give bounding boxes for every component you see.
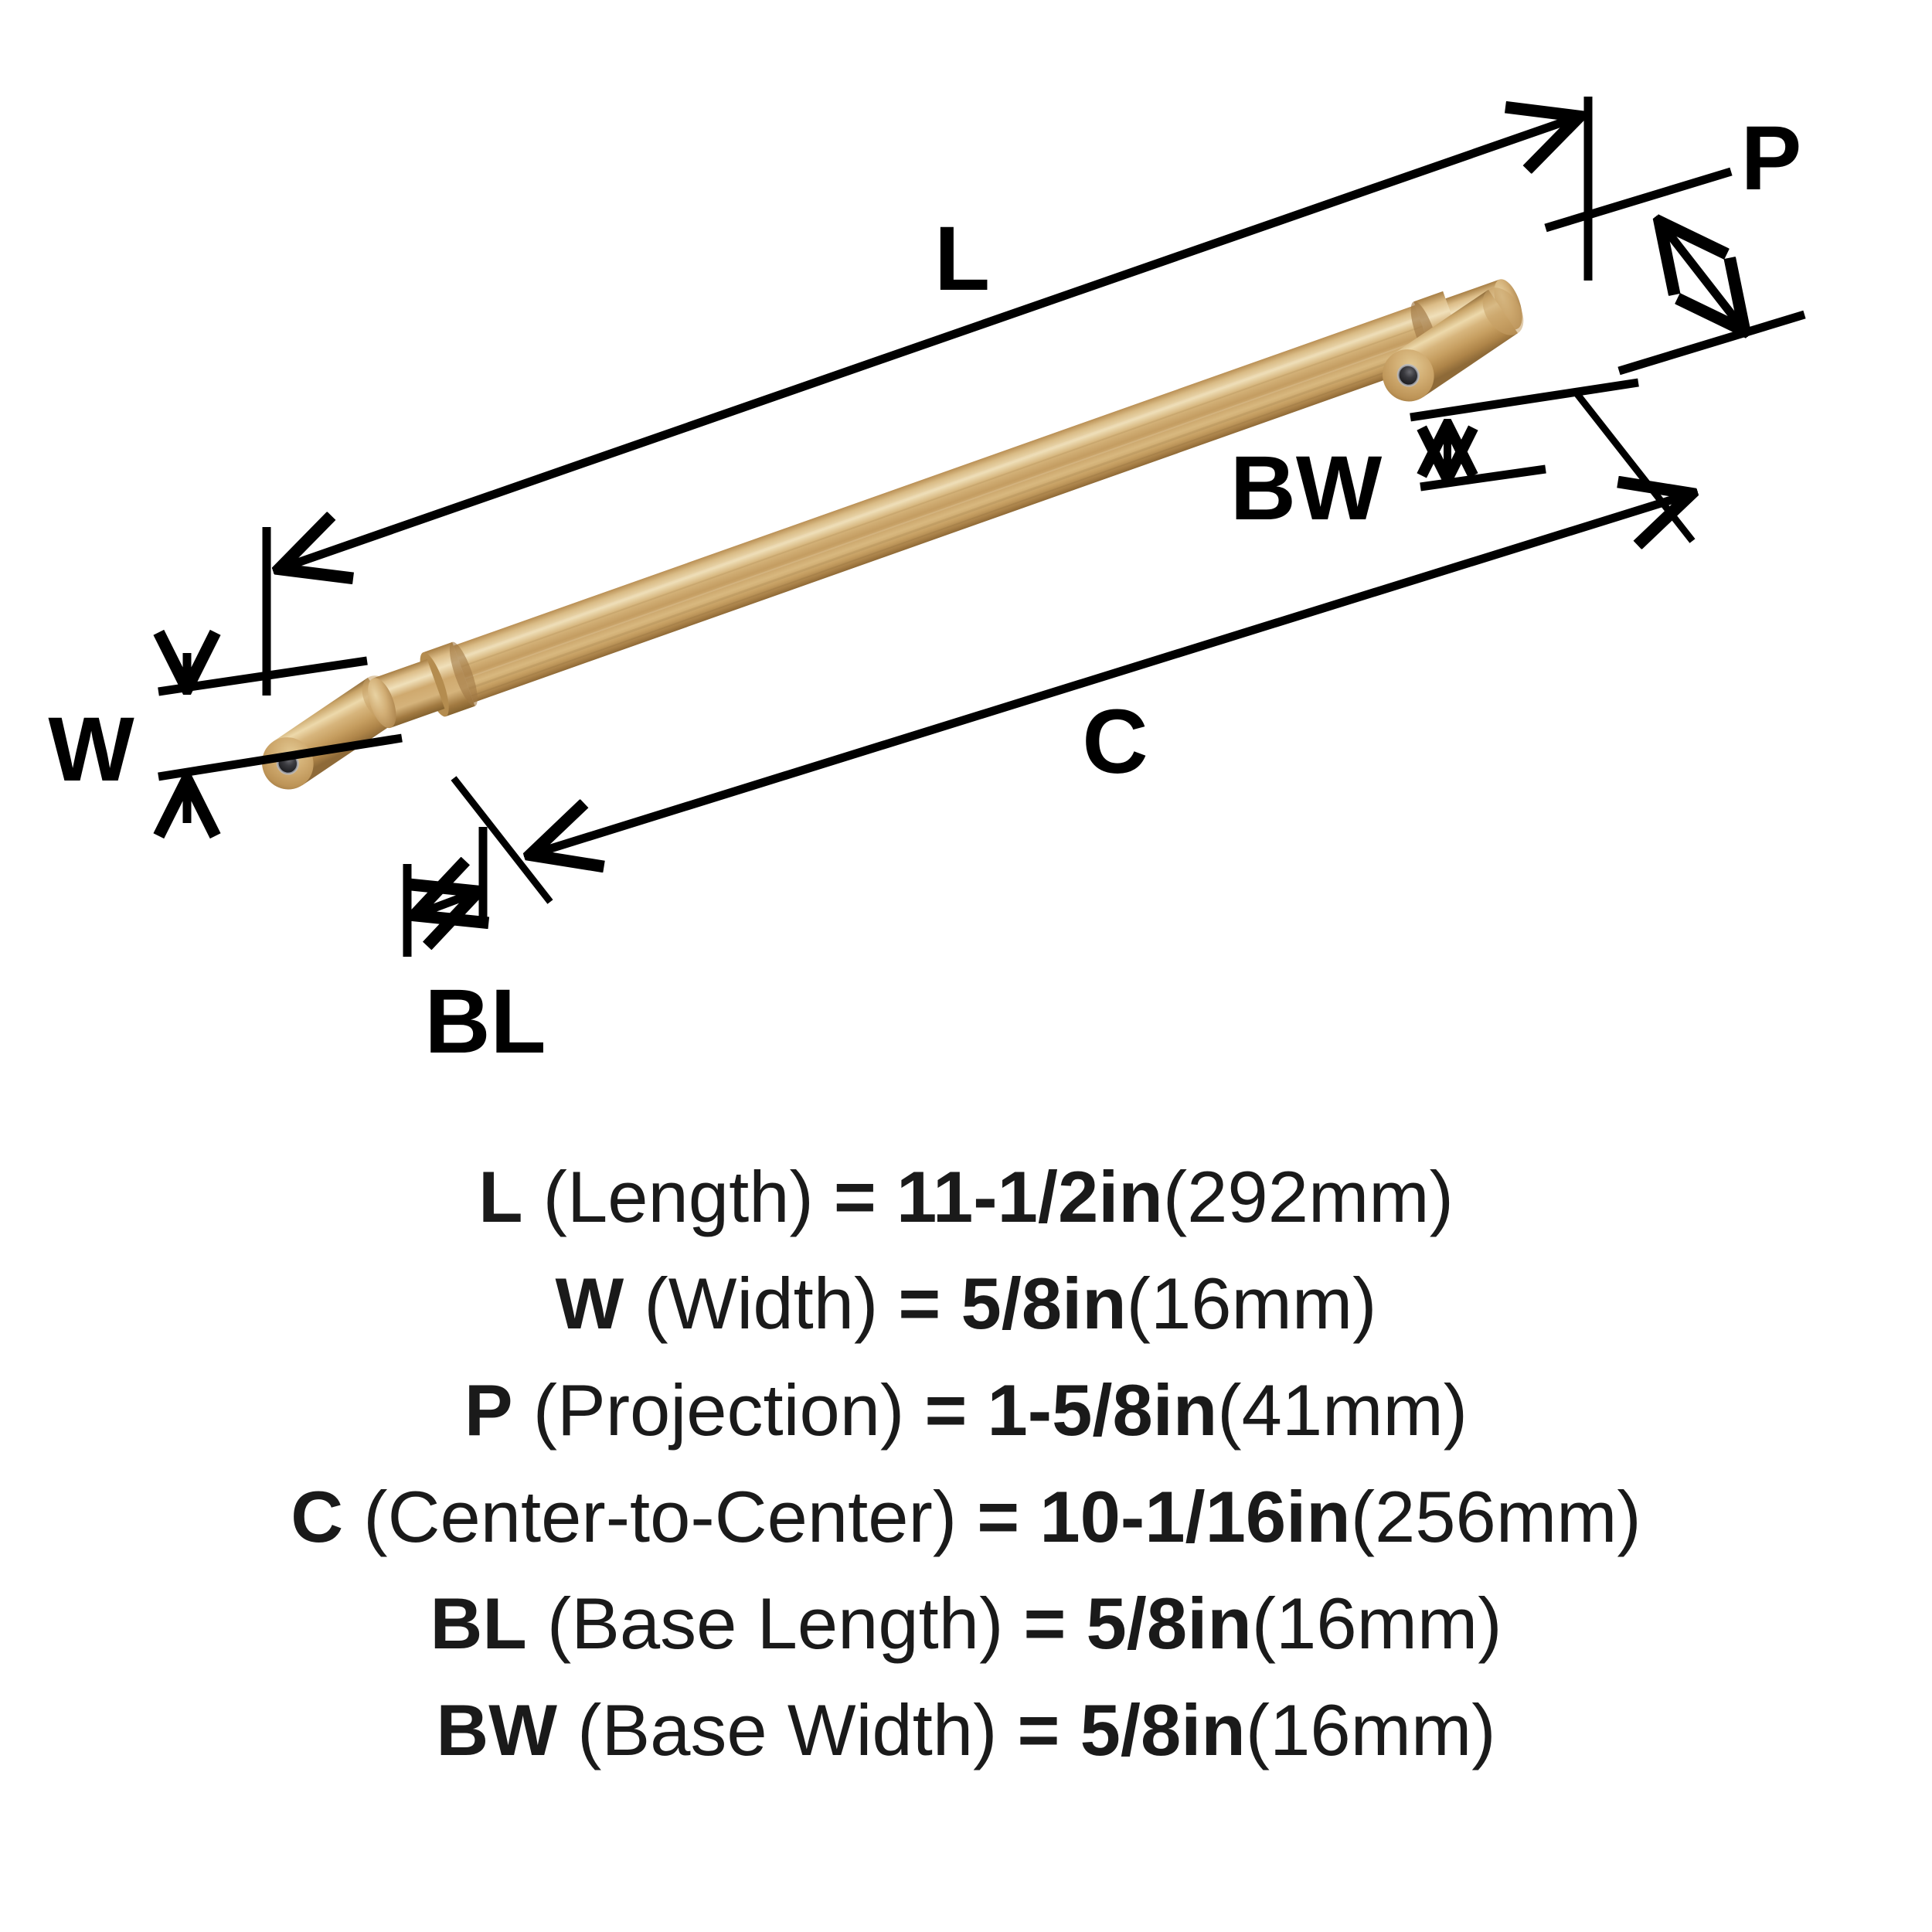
dimension-BL [407,827,483,957]
C-measure-line [533,495,1689,854]
callout-P: P [1741,107,1802,209]
drawing-background [0,0,1932,1097]
dimension-W [158,653,403,823]
legend-name-BL: (Base Length) [546,1583,1004,1664]
left-end-cap [368,658,445,729]
legend-value-BL: 5/8in [1086,1583,1252,1664]
legend-metric-C: (256mm) [1350,1476,1641,1557]
L-measure-line [282,117,1577,568]
W-extension-lower [158,733,403,781]
legend-value-BW: 5/8in [1080,1689,1246,1770]
callout-W: W [48,699,134,801]
legend-equals-L: = [833,1156,876,1237]
callout-L: L [934,208,990,310]
legend-name-BW: (Base Width) [577,1689,998,1770]
left-end-cap-face [368,678,396,729]
legend-name-C: (Center-to-Center) [363,1476,957,1557]
dimension-legend: L (Length) = 11-1/2in(292mm) W (Width) =… [0,1144,1932,1924]
legend-symbol-W: W [555,1263,624,1344]
dimension-C [451,388,1692,904]
legend-metric-W: (16mm) [1126,1263,1377,1344]
legend-metric-P: (41mm) [1217,1369,1468,1451]
legend-row-length: L (Length) = 11-1/2in(292mm) [0,1144,1932,1250]
legend-row-projection: P (Projection) = 1-5/8in(41mm) [0,1357,1932,1464]
legend-equals-BW: = [1017,1689,1060,1770]
legend-metric-BW: (16mm) [1245,1689,1496,1770]
dimension-BW [1410,378,1639,492]
legend-equals-C: = [977,1476,1020,1557]
legend-symbol-BW: BW [436,1689,558,1770]
legend-value-L: 11-1/2in [896,1156,1163,1237]
legend-metric-L: (292mm) [1162,1156,1454,1237]
legend-row-width: W (Width) = 5/8in(16mm) [0,1250,1932,1357]
BL-measure-line [417,893,475,914]
legend-value-W: 5/8in [961,1263,1127,1344]
callout-BW: BW [1230,437,1383,539]
legend-symbol-BL: BL [430,1583,527,1664]
BW-extension-upper [1410,378,1639,422]
legend-symbol-C: C [291,1476,344,1557]
legend-row-base-width: BW (Base Width) = 5/8in(16mm) [0,1677,1932,1784]
P-measure-line [1662,224,1743,328]
legend-equals-P: = [924,1369,968,1451]
legend-value-C: 10-1/16in [1039,1476,1351,1557]
legend-equals-W: = [898,1263,941,1344]
P-extension-upper [1544,167,1733,233]
legend-row-base-length: BL (Base Length) = 5/8in(16mm) [0,1570,1932,1677]
legend-name-P: (Projection) [532,1369,905,1451]
callout-letters: L W P C BL BW [48,107,1801,1073]
callout-BL: BL [424,971,546,1073]
dimension-P [1544,167,1806,376]
left-collar-body [423,641,475,717]
product-dimension-drawing: L W P C BL BW [0,0,1932,1097]
legend-value-P: 1-5/8in [987,1369,1218,1451]
drawing-svg: L W P C BL BW [0,0,1932,1097]
dimension-L [262,97,1588,696]
legend-symbol-L: L [478,1156,523,1237]
dimension-annotations [158,97,1806,957]
legend-row-center-to-center: C (Center-to-Center) = 10-1/16in(256mm) [0,1464,1932,1570]
legend-symbol-P: P [464,1369,513,1451]
C-extension-left [451,776,553,904]
legend-name-W: (Width) [644,1263,879,1344]
left-collar-shadow [449,641,478,706]
P-extension-lower [1617,310,1806,376]
legend-equals-BL: = [1023,1583,1066,1664]
callout-C: C [1082,691,1148,793]
legend-name-L: (Length) [543,1156,814,1237]
legend-metric-BL: (16mm) [1251,1583,1502,1664]
